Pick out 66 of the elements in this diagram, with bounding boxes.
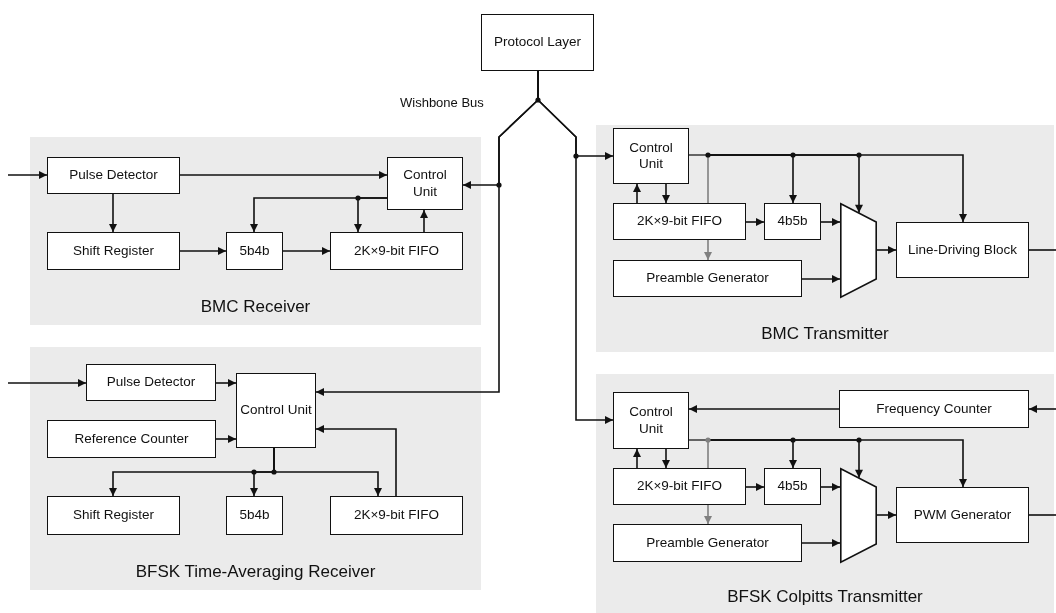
arrow (1028, 405, 1056, 413)
function-block: 2K×9-bit FIFO (613, 468, 746, 505)
function-block: 5b4b (226, 232, 283, 270)
function-block: Preamble Generator (613, 524, 802, 562)
connector-line (1028, 249, 1056, 251)
arrow (745, 218, 765, 226)
function-block: Pulse Detector (86, 364, 216, 401)
function-block: Pulse Detector (47, 157, 180, 194)
arrow (273, 447, 382, 497)
arrow (179, 171, 388, 179)
multiplexer-symbol (840, 203, 877, 298)
arrow (704, 239, 712, 261)
arrow (420, 209, 428, 233)
arrow (876, 246, 897, 254)
arrow (688, 405, 840, 413)
arrow (820, 218, 841, 226)
arrow (315, 425, 397, 497)
function-block: Control Unit (613, 392, 689, 449)
arrow (820, 483, 841, 491)
arrow (633, 448, 641, 469)
multiplexer-symbol (840, 468, 877, 563)
arrow (215, 379, 237, 387)
function-block: 2K×9-bit FIFO (613, 203, 746, 240)
panel-title: BMC Receiver (199, 297, 312, 317)
arrow (7, 171, 48, 179)
function-block: Control Unit (236, 373, 316, 448)
bus-label: Wishbone Bus (400, 95, 484, 110)
panel-title: BMC Transmitter (760, 324, 890, 344)
function-block: PWM Generator (896, 487, 1029, 543)
function-block: Shift Register (47, 496, 180, 535)
function-block: 5b4b (226, 496, 283, 535)
arrow (179, 247, 227, 255)
arrow (801, 539, 841, 547)
arrow (7, 379, 87, 387)
connector-line (688, 154, 709, 204)
connector-line (1028, 514, 1056, 516)
arrow (704, 504, 712, 525)
function-block: Reference Counter (47, 420, 216, 458)
function-block: Protocol Layer (481, 14, 594, 71)
group-panel (30, 137, 481, 325)
function-block: 4b5b (764, 203, 821, 240)
group-panel (30, 347, 481, 590)
group-panel (596, 125, 1054, 352)
function-block: Frequency Counter (839, 390, 1029, 428)
arrow (662, 183, 670, 204)
function-block: Shift Register (47, 232, 180, 270)
panel-title: BFSK Time-Averaging Receiver (134, 562, 377, 582)
group-panel (596, 374, 1054, 613)
arrow (354, 197, 388, 233)
function-block: Control Unit (387, 157, 463, 210)
function-block: 2K×9-bit FIFO (330, 496, 463, 535)
arrow (215, 435, 237, 443)
arrow (633, 183, 641, 204)
panel-title: BFSK Colpitts Transmitter (726, 587, 924, 607)
arrow (662, 448, 670, 469)
function-block: Preamble Generator (613, 260, 802, 297)
function-block: 2K×9-bit FIFO (330, 232, 463, 270)
arrow (876, 511, 897, 519)
connector-line (688, 439, 709, 469)
arrow (282, 247, 331, 255)
arrow (109, 193, 117, 233)
arrow (745, 483, 765, 491)
function-block: Control Unit (613, 128, 689, 184)
arrow (801, 275, 841, 283)
function-block: 4b5b (764, 468, 821, 505)
function-block: Line-Driving Block (896, 222, 1029, 278)
